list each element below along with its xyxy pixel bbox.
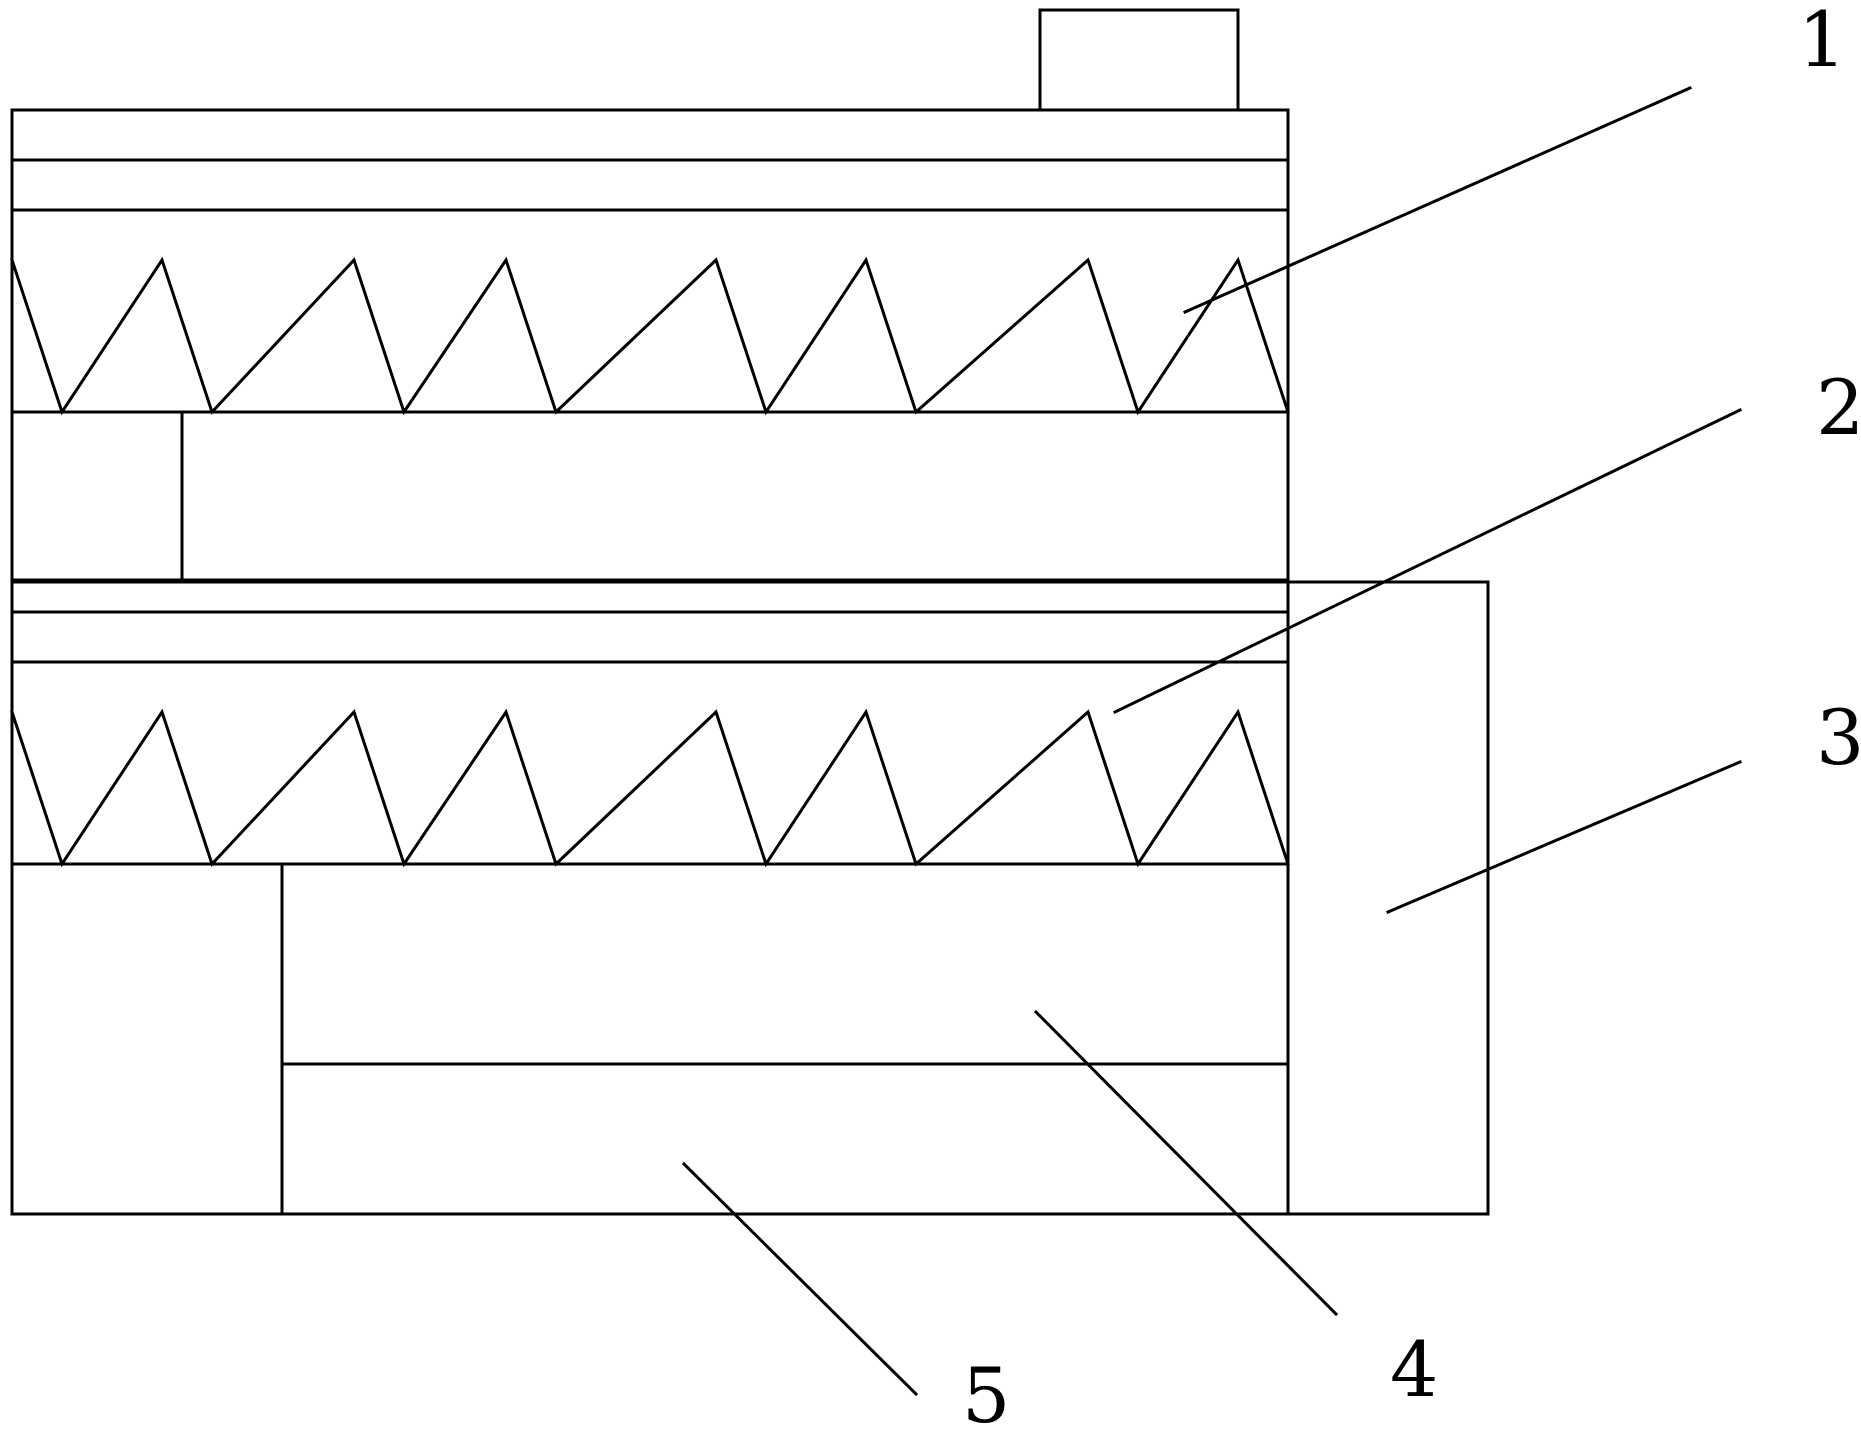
callout-number-3: 3: [1816, 693, 1861, 782]
lower-serrated-edge: [10, 708, 1290, 868]
side-housing: [1286, 580, 1490, 1216]
callout-number-2: 2: [1816, 363, 1861, 452]
callout-number-1: 1: [1798, 0, 1846, 84]
leader-line-4: [1033, 1009, 1339, 1317]
leader-line-3: [1386, 760, 1742, 914]
lower-frame: [10, 580, 1290, 1216]
callout-number-4: 4: [1390, 1325, 1438, 1414]
callout-number-5: 5: [962, 1351, 1010, 1429]
top-knob: [1038, 8, 1240, 112]
leader-line-2: [1112, 407, 1743, 715]
leader-line-5: [681, 1161, 919, 1397]
upper-serrated-edge: [10, 256, 1290, 416]
leader-line-1: [1183, 86, 1692, 314]
upper-frame: [10, 108, 1290, 582]
